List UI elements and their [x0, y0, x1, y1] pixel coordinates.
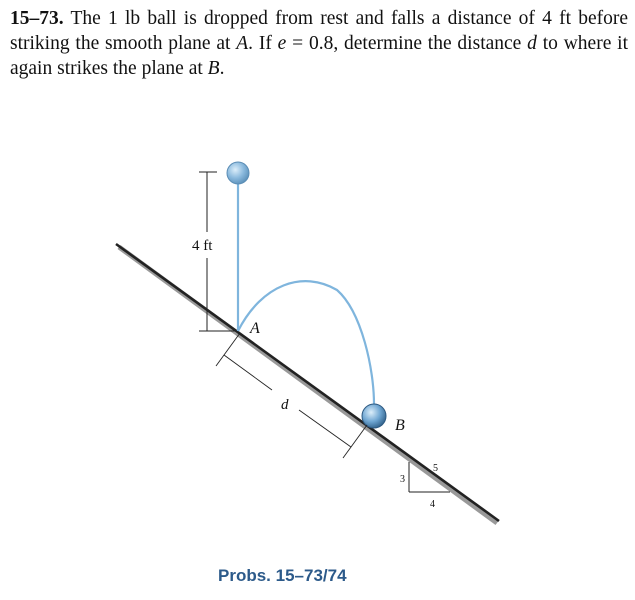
slope-run-label: 4: [430, 499, 435, 510]
inclined-plane: [115, 242, 500, 523]
problem-statement: 15–73. The 1 lb ball is dropped from res…: [10, 6, 628, 81]
problem-number: 15–73.: [10, 8, 64, 29]
problem-text-2: . If: [248, 33, 278, 54]
problem-text-4: to where it again strikes the plane at: [10, 33, 629, 79]
restitution-symbol: e: [277, 33, 287, 54]
distance-symbol: d: [527, 33, 537, 54]
slope-rise-label: 3: [400, 474, 405, 485]
d-dim-tick-a: [215, 332, 241, 367]
d-dim-line-2: [298, 409, 352, 448]
height-label: 4 ft: [192, 238, 213, 254]
ball-initial: [226, 161, 250, 185]
label-a: A: [249, 320, 260, 337]
label-d: d: [281, 397, 289, 413]
figure-caption: Probs. 15–73/74: [218, 566, 347, 585]
d-dim-line-1: [223, 354, 273, 391]
point-a-symbol: A: [236, 33, 249, 54]
ball-at-b: [361, 403, 387, 429]
problem-text-3: = 0.8, determine the distance: [286, 33, 528, 54]
problem-text-5: .: [219, 58, 225, 79]
trajectory-curve: [237, 280, 376, 405]
slope-hyp-label: 5: [433, 463, 438, 474]
point-b-symbol: B: [207, 58, 220, 79]
d-dim-tick-b: [342, 424, 368, 459]
problem-text-1: The 1 lb ball is dropped from rest and f…: [10, 8, 628, 54]
label-b: B: [395, 417, 405, 434]
